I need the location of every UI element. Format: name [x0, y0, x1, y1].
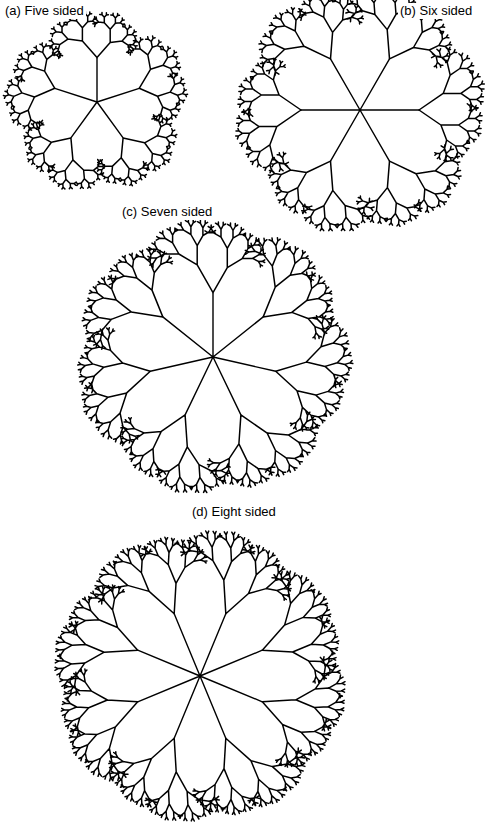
- tree-branches: [236, 0, 485, 231]
- tree-branches: [78, 219, 353, 492]
- tree-trunk: [138, 614, 263, 739]
- tree-trunk: [301, 59, 419, 161]
- panel-label: (b) Six sided: [398, 3, 474, 19]
- tree-branches: [3, 11, 187, 189]
- panel-label: (d) Eight sided: [190, 504, 278, 520]
- tree-trunk: [55, 58, 139, 138]
- tree-trunk: [150, 293, 275, 415]
- panel-label: (a) Five sided: [3, 3, 86, 19]
- tree-branches: [55, 531, 345, 821]
- panel-label: (c) Seven sided: [120, 204, 214, 220]
